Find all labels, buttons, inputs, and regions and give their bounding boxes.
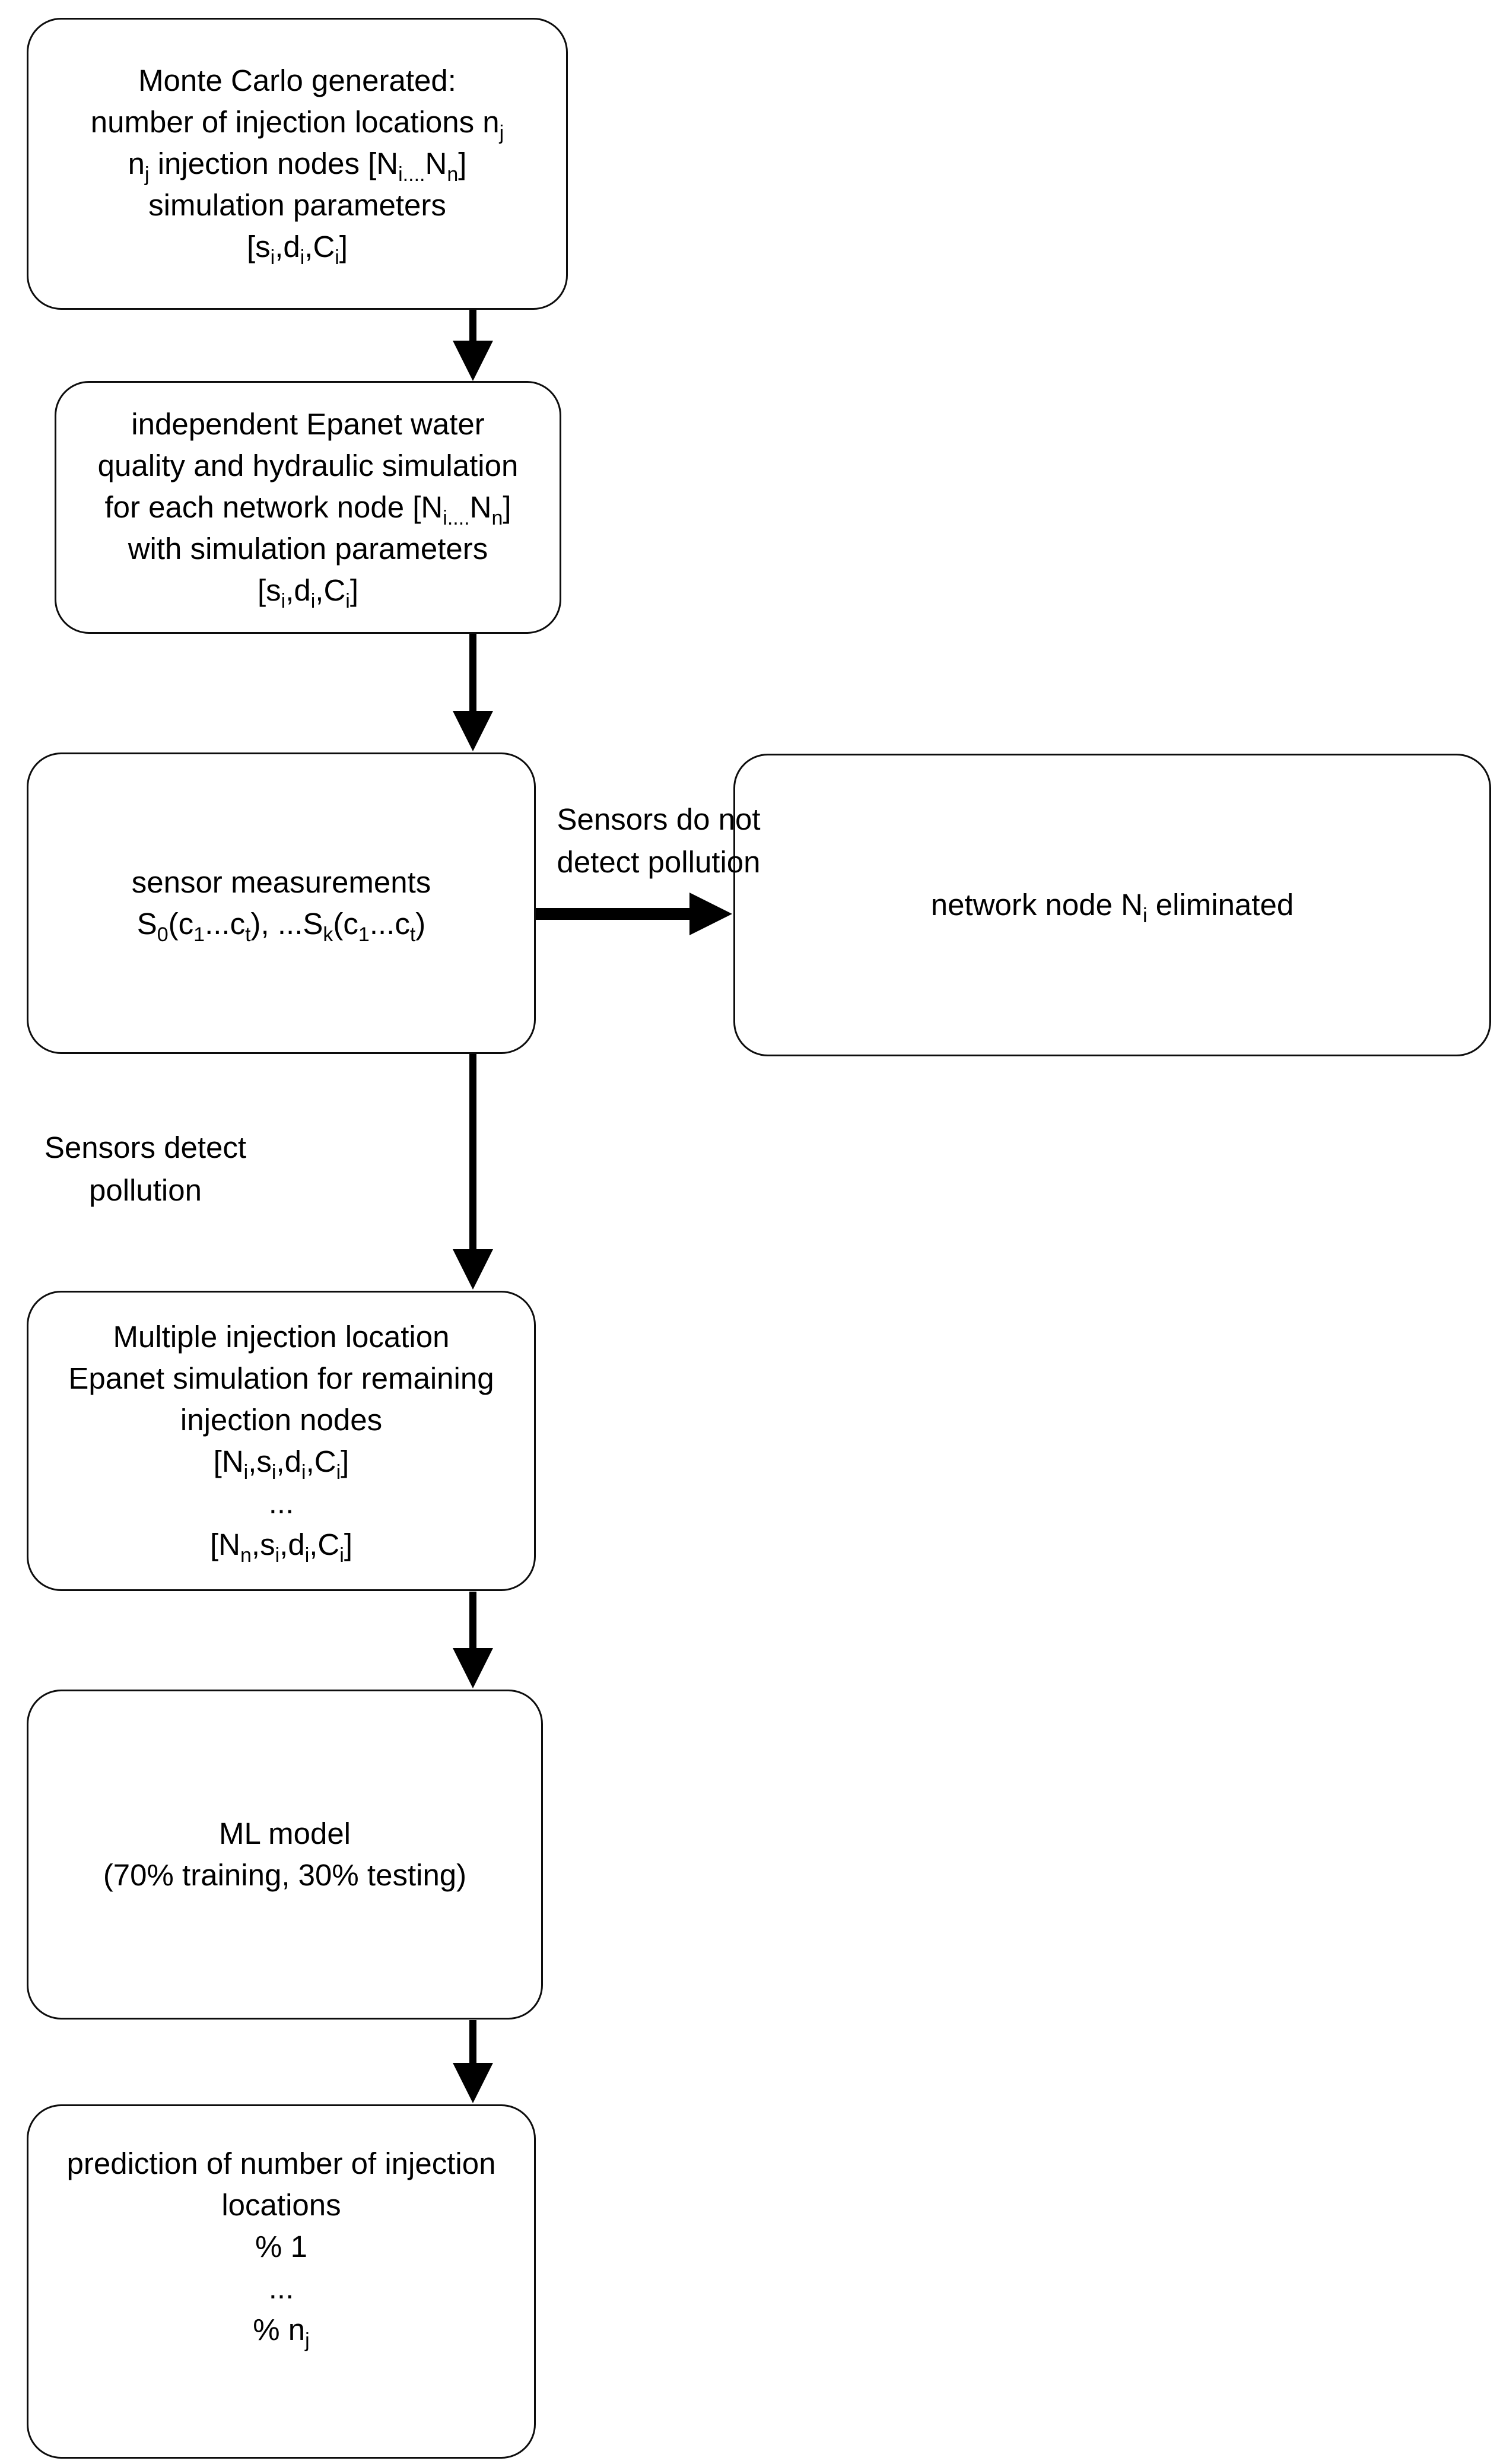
arrow-ml-to-prediction	[453, 2020, 493, 2103]
edge-label-line: Sensors do not	[557, 802, 761, 836]
node-ml-model: ML model (70% training, 30% testing)	[27, 1690, 543, 2020]
node-line: Epanet simulation for remaining	[68, 1361, 494, 1395]
edge-label-sensors-do-not-detect: Sensors do not detect pollution	[522, 798, 795, 884]
node-line: sensor measurements	[131, 865, 431, 899]
node-line: locations	[221, 2188, 341, 2222]
node-line: for each network node [Ni....Nn]	[104, 490, 511, 529]
node-line: [si,di,Ci]	[257, 573, 359, 612]
node-line: [si,di,Ci]	[246, 230, 348, 269]
node-line: [Nn,si,di,Ci]	[210, 1528, 352, 1567]
arrow-sensor-to-eliminated	[536, 893, 732, 935]
node-line: ...	[268, 1486, 294, 1520]
arrow-multi-injection-to-ml	[453, 1592, 493, 1688]
node-eliminated: network node Ni eliminated	[733, 754, 1491, 1056]
node-line: simulation parameters	[148, 188, 446, 222]
node-line: [Ni,si,di,Ci]	[213, 1444, 349, 1484]
arrowhead-icon	[689, 893, 732, 935]
node-line: (70% training, 30% testing)	[103, 1858, 467, 1892]
node-line: injection nodes	[180, 1403, 383, 1437]
edge-label-sensors-detect: Sensors detect pollution	[12, 1126, 279, 1212]
node-line: independent Epanet water	[131, 407, 485, 441]
arrow-monte-carlo-to-epanet	[453, 310, 493, 381]
arrowhead-icon	[453, 1249, 493, 1290]
arrow-sensor-to-multi-injection	[453, 1054, 493, 1290]
node-line: with simulation parameters	[128, 532, 488, 566]
node-line: ...	[268, 2271, 294, 2305]
node-line: ML model	[218, 1817, 351, 1850]
arrow-epanet-to-sensor	[453, 634, 493, 751]
edge-label-line: detect pollution	[557, 845, 761, 879]
node-multi-injection: Multiple injection location Epanet simul…	[27, 1291, 536, 1591]
node-line: network node Ni eliminated	[930, 888, 1294, 927]
edge-label-line: pollution	[89, 1173, 202, 1207]
arrowhead-icon	[453, 341, 493, 381]
node-line: prediction of number of injection	[66, 2147, 496, 2180]
arrowhead-icon	[453, 711, 493, 751]
node-line: number of injection locations nj	[90, 105, 504, 144]
node-line: quality and hydraulic simulation	[97, 449, 519, 482]
node-line: % 1	[255, 2230, 307, 2263]
node-line: % nj	[253, 2313, 310, 2352]
node-line: Monte Carlo generated:	[138, 63, 456, 97]
node-sensor-measurements: sensor measurements S0(c1...ct), ...Sk(c…	[27, 752, 536, 1054]
arrowhead-icon	[453, 1648, 493, 1688]
edge-label-line: Sensors detect	[44, 1131, 247, 1164]
node-prediction: prediction of number of injection locati…	[27, 2104, 536, 2459]
node-line: nj injection nodes [Ni....Nn]	[128, 147, 467, 186]
node-line: S0(c1...ct), ...Sk(c1...ct)	[136, 907, 426, 946]
arrowhead-icon	[453, 2063, 493, 2103]
node-line: Multiple injection location	[113, 1320, 450, 1354]
node-monte-carlo: Monte Carlo generated: number of injecti…	[27, 18, 568, 310]
node-epanet-independent: independent Epanet water quality and hyd…	[55, 381, 561, 634]
